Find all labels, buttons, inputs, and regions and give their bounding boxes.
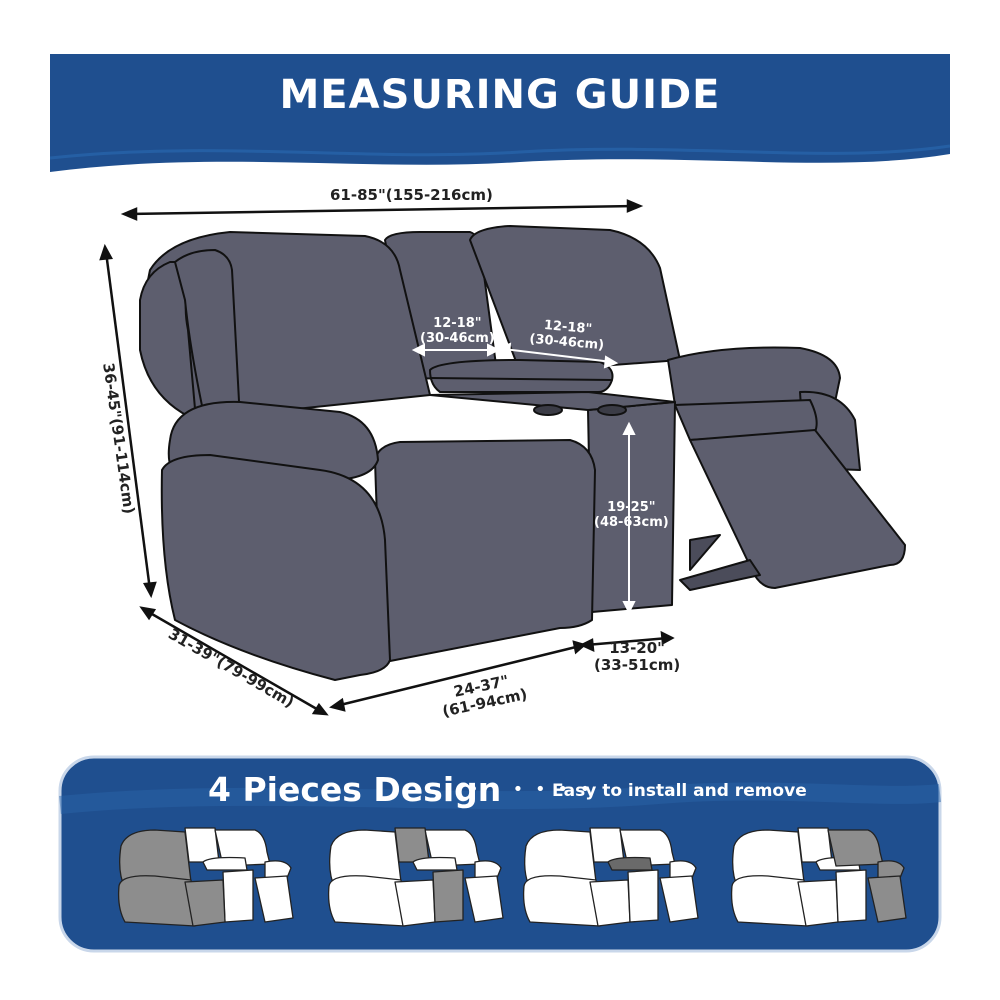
header-banner [50, 54, 950, 172]
dim-console-width: 13-20" (33-51cm) [594, 640, 680, 674]
sofa-illustration [99, 199, 906, 716]
piece-left-seat-thumb [117, 827, 294, 927]
dim-backrest-left: 12-18" (30-46cm) [420, 316, 495, 346]
piece-console-lid-thumb [522, 827, 699, 927]
dim-width: 61-85"(155-216cm) [330, 186, 493, 204]
dim-console-height: 19-25" (48-63cm) [594, 500, 669, 530]
banner-dots: • • • • • • [468, 779, 594, 800]
dim-console-height-cm: (48-63cm) [594, 515, 669, 530]
piece-right-seat-thumb [730, 827, 907, 927]
dim-backrest-left-cm: (30-46cm) [420, 331, 495, 346]
dim-console-height-in: 19-25" [607, 500, 656, 515]
banner-subtitle: Easy to install and remove [552, 781, 807, 801]
piece-center-back-thumb [327, 827, 504, 927]
dim-console-width-cm: (33-51cm) [594, 656, 681, 674]
dim-console-width-in: 13-20" [609, 639, 665, 657]
page-title: MEASURING GUIDE [279, 72, 721, 118]
dim-backrest-right: 12-18" (30-46cm) [529, 317, 606, 353]
dim-backrest-left-in: 12-18" [433, 316, 482, 331]
banner-title: 4 Pieces Design [208, 770, 502, 809]
